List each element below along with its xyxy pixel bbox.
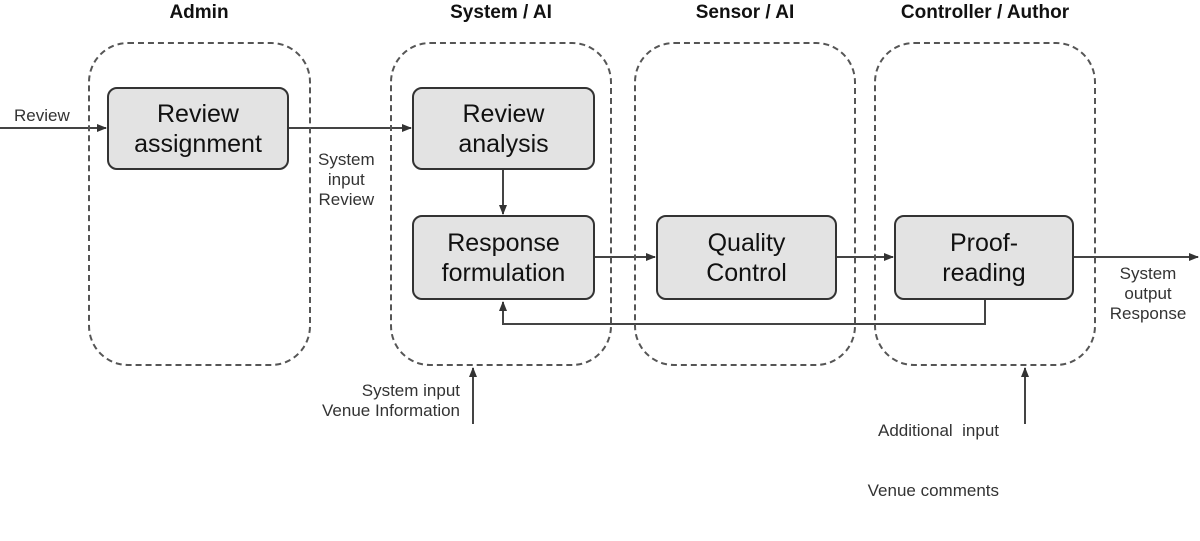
lane-title-controller-author: Controller / Author: [900, 2, 1070, 23]
process-response-formulation: Response formulation: [412, 215, 595, 300]
label-line: System input: [361, 381, 460, 400]
process-label-line: Review: [462, 99, 545, 128]
arrow-feedback-loop: [499, 298, 986, 325]
process-label-line: reading: [942, 258, 1026, 287]
workflow-diagram: Admin System / AI Sensor / AI Controller…: [0, 2, 1199, 500]
lane-title-system-ai: System / AI: [450, 2, 552, 23]
lane-title-sensor-ai: Sensor / AI: [695, 2, 795, 23]
label-line: Review: [318, 190, 375, 209]
process-label-line: Response: [447, 228, 560, 257]
label-line: System: [1119, 264, 1177, 283]
process-review-analysis: Review analysis: [412, 87, 595, 170]
label-system-output-response: System output Response: [1100, 264, 1196, 324]
label-line: output: [1124, 284, 1172, 303]
label-system-input-review: System input Review: [318, 150, 375, 210]
process-label-line: assignment: [134, 129, 262, 158]
process-label-line: Review: [157, 99, 239, 128]
label-line: Venue comments: [867, 481, 999, 500]
lane-title-admin: Admin: [169, 2, 229, 23]
label-line: Venue Information: [322, 401, 460, 420]
label-line: System: [318, 150, 375, 169]
process-proofreading: Proof- reading: [894, 215, 1074, 300]
process-quality-control: Quality Control: [656, 215, 837, 300]
label-line: Response: [1109, 304, 1187, 323]
process-label-line: analysis: [458, 129, 549, 158]
process-review-assignment: Review assignment: [107, 87, 289, 170]
process-label-line: Quality: [707, 228, 786, 257]
label-line: Additional input: [878, 421, 999, 440]
label-line: input: [327, 170, 365, 189]
label-review-input: Review: [14, 106, 70, 125]
lane-system-ai: [390, 42, 612, 366]
process-label-line: formulation: [441, 258, 566, 287]
lane-controller-author: [874, 42, 1096, 366]
process-label-line: Proof-: [949, 228, 1019, 257]
label-additional-input: Additional input Venue comments: [836, 381, 999, 541]
lane-admin: [88, 42, 311, 366]
lane-sensor-ai: [634, 42, 856, 366]
label-system-input-venue: System input Venue Information: [300, 381, 460, 421]
process-label-line: Control: [706, 258, 787, 287]
